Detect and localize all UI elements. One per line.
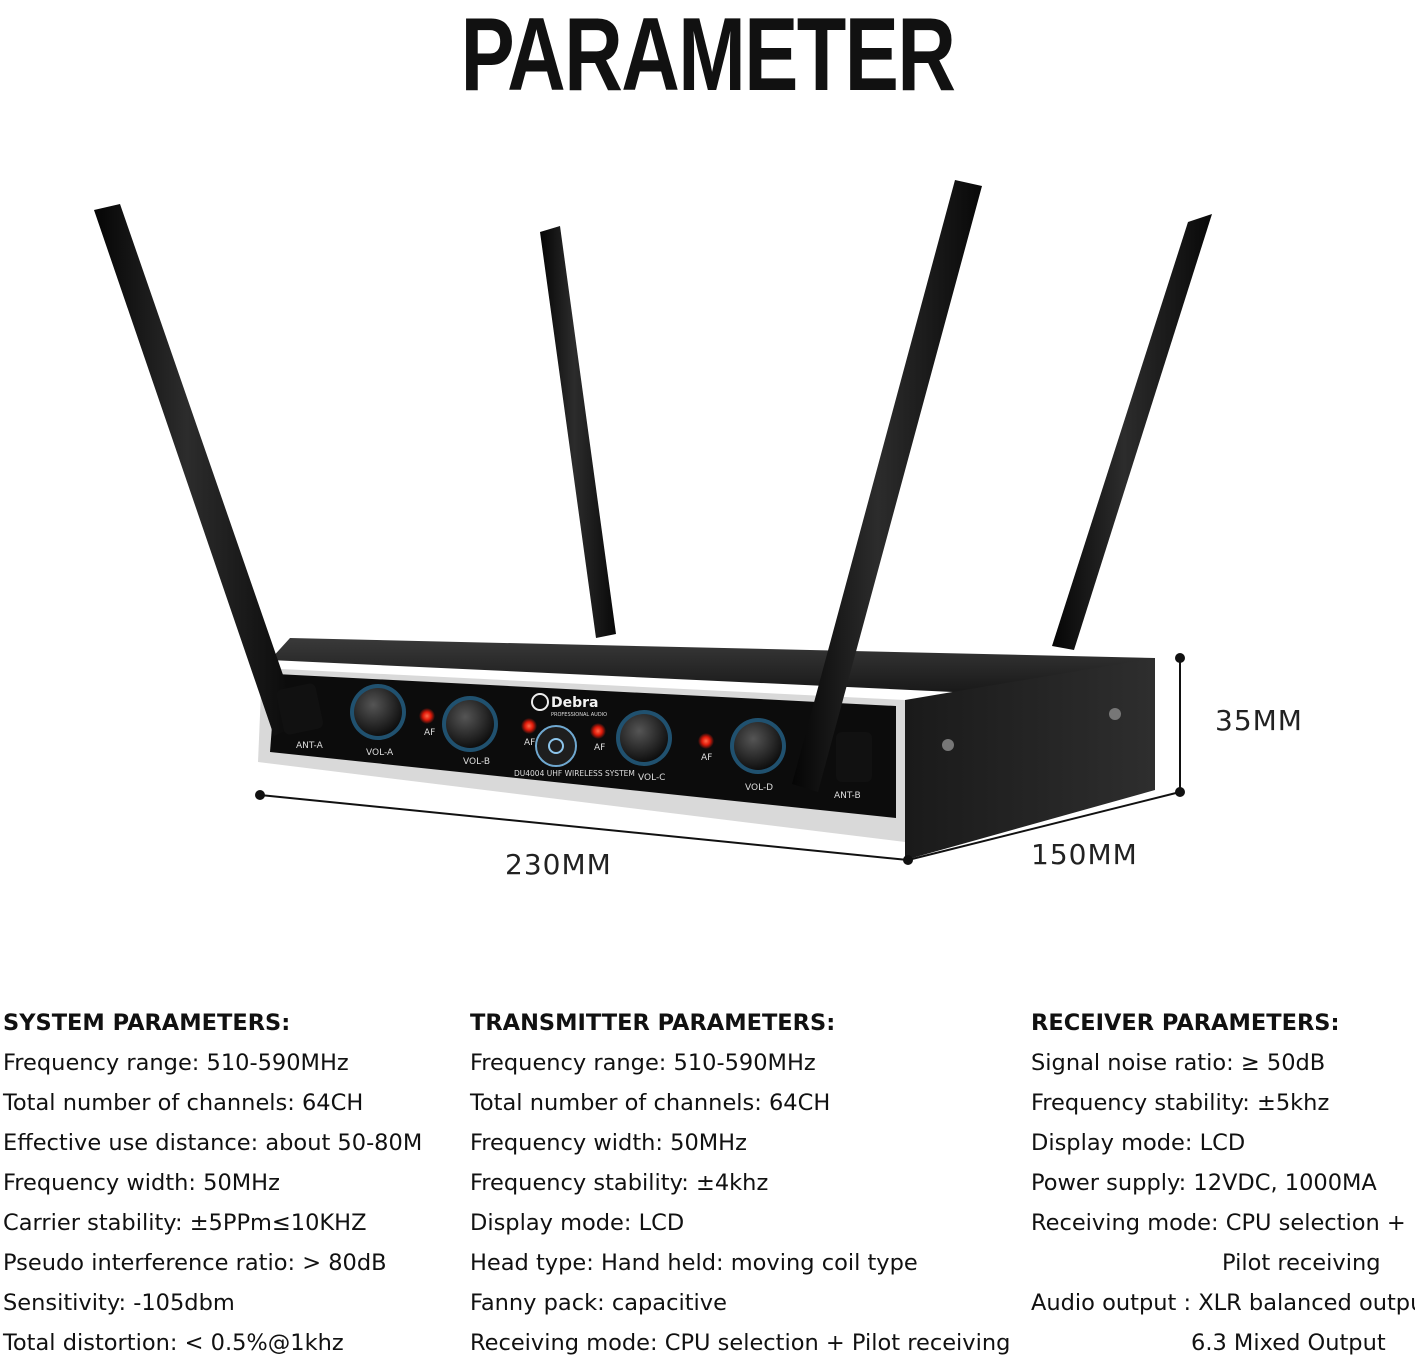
transmitter-param: Receiving mode: CPU selection + Pilot re…	[470, 1330, 1011, 1356]
system-parameters-heading: SYSTEM PARAMETERS:	[3, 1010, 291, 1036]
af-led-c	[590, 723, 606, 739]
label-ant-a: ANT-A	[296, 741, 324, 751]
label-af-d: AF	[701, 753, 712, 763]
transmitter-parameters: TRANSMITTER PARAMETERS: Frequency range:…	[470, 1003, 1010, 1363]
receiver-param-continuation: 6.3 Mixed Output	[1191, 1330, 1386, 1356]
system-param: Frequency range: 510-590MHz	[3, 1050, 349, 1076]
dimension-depth-label: 150MM	[1031, 838, 1138, 871]
antenna-front-left	[94, 204, 324, 736]
transmitter-param: Frequency width: 50MHz	[470, 1130, 747, 1156]
model-name: DU4004 UHF WIRELESS SYSTEM	[514, 769, 635, 778]
label-af-b: AF	[524, 738, 535, 748]
antenna-rear-left	[540, 226, 616, 638]
page-title: PARAMETER	[460, 0, 956, 113]
transmitter-param: Fanny pack: capacitive	[470, 1290, 727, 1316]
system-param: Carrier stability: ±5PPm≤10KHZ	[3, 1210, 367, 1236]
label-ant-b: ANT-B	[834, 791, 861, 801]
receiver-parameters-heading: RECEIVER PARAMETERS:	[1031, 1010, 1340, 1036]
side-screw	[942, 739, 954, 751]
dimension-height-label: 35MM	[1215, 704, 1303, 737]
label-vol-a: VOL-A	[366, 748, 394, 758]
dimension-width-label: 230MM	[505, 848, 612, 881]
receiver-side-panel	[905, 658, 1155, 860]
label-af-c: AF	[594, 743, 605, 753]
transmitter-param: Frequency range: 510-590MHz	[470, 1050, 816, 1076]
af-led-a	[419, 708, 435, 724]
antenna-rear-right	[1052, 214, 1212, 650]
system-param: Pseudo interference ratio: > 80dB	[3, 1250, 387, 1276]
label-vol-b: VOL-B	[463, 757, 490, 767]
receiver-parameters: RECEIVER PARAMETERS: Signal noise ratio:…	[1031, 1003, 1415, 1363]
af-led-d	[698, 733, 714, 749]
transmitter-param: Head type: Hand held: moving coil type	[470, 1250, 918, 1276]
receiver-param: Audio output : XLR balanced output	[1031, 1290, 1415, 1316]
receiver-param: Display mode: LCD	[1031, 1130, 1246, 1156]
label-vol-c: VOL-C	[638, 773, 665, 783]
antenna-front-right	[792, 180, 982, 792]
volume-knob-c[interactable]	[616, 710, 672, 766]
receiver-param-continuation: Pilot receiving	[1222, 1250, 1381, 1276]
receiver-param: Frequency stability: ±5khz	[1031, 1090, 1330, 1116]
power-button[interactable]	[535, 725, 577, 767]
system-param: Frequency width: 50MHz	[3, 1170, 280, 1196]
system-param: Total distortion: < 0.5%@1khz	[3, 1330, 344, 1356]
transmitter-param: Display mode: LCD	[470, 1210, 685, 1236]
af-led-b	[521, 718, 537, 734]
system-param: Sensitivity: -105dbm	[3, 1290, 235, 1316]
dimension-line-height	[1175, 653, 1185, 792]
receiver-top-panel	[270, 638, 1155, 700]
brand-subtitle: PROFESSIONAL AUDIO	[551, 712, 607, 718]
system-parameters: SYSTEM PARAMETERS: Frequency range: 510-…	[3, 1003, 443, 1363]
transmitter-param: Frequency stability: ±4khz	[470, 1170, 769, 1196]
receiver-param: Receiving mode: CPU selection +	[1031, 1210, 1406, 1236]
label-af-a: AF	[424, 728, 435, 738]
debra-logo-icon	[531, 693, 549, 711]
label-vol-d: VOL-D	[745, 783, 773, 793]
brand-name: Debra	[551, 695, 599, 711]
dimension-line-width	[255, 790, 913, 865]
volume-knob-b[interactable]	[442, 696, 498, 752]
receiver-param: Power supply: 12VDC, 1000MA	[1031, 1170, 1377, 1196]
side-screw	[1109, 708, 1121, 720]
volume-knob-d[interactable]	[730, 718, 786, 774]
system-param: Total number of channels: 64CH	[3, 1090, 364, 1116]
transmitter-param: Total number of channels: 64CH	[470, 1090, 831, 1116]
system-param: Effective use distance: about 50-80M	[3, 1130, 423, 1156]
transmitter-parameters-heading: TRANSMITTER PARAMETERS:	[470, 1010, 836, 1036]
volume-knob-a[interactable]	[350, 684, 406, 740]
receiver-product-image: ANT-A VOL-A AF VOL-B AF AF VOL-C AF VOL-…	[94, 180, 1212, 865]
receiver-param: Signal noise ratio: ≥ 50dB	[1031, 1050, 1326, 1076]
